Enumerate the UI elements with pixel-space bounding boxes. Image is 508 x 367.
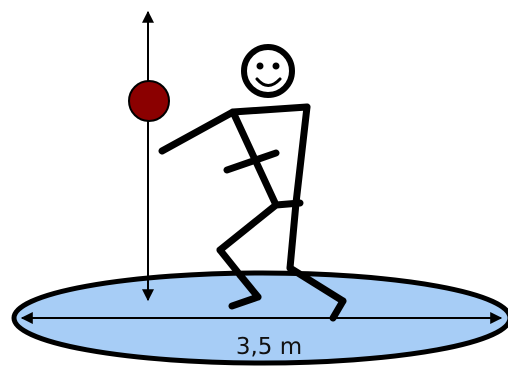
circle-diameter-label: 3,5 m	[235, 334, 303, 360]
stick-figure-icon	[158, 44, 347, 322]
shot-put-ball-icon	[128, 80, 170, 122]
face	[255, 62, 282, 87]
